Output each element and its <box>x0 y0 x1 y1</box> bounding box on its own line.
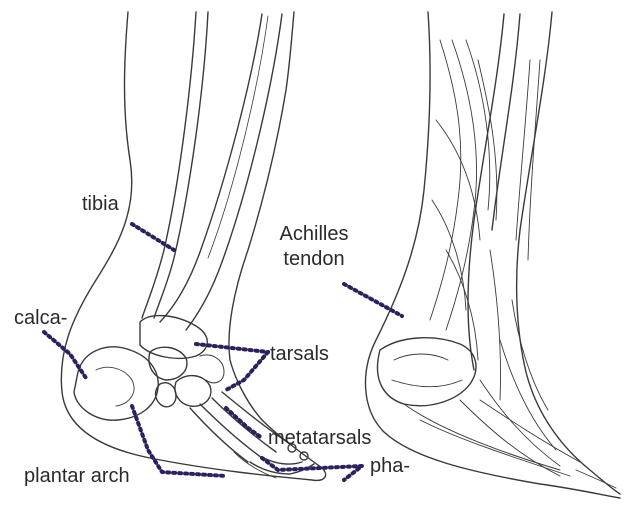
leader-tarsals-lower <box>226 352 268 390</box>
label-achilles-tendon: Achilles tendon <box>262 222 366 272</box>
leader-tibia <box>132 224 174 250</box>
label-achilles-line1: Achilles <box>262 222 366 247</box>
label-plantar-arch: plantar arch <box>24 466 130 486</box>
label-phalanges: pha- <box>370 456 410 476</box>
leader-achilles <box>344 284 402 316</box>
leader-tarsals-upper <box>196 344 268 352</box>
muscle-leg-outline <box>366 12 620 498</box>
leader-calcaneus <box>44 332 86 378</box>
muscle-heel-and-sole <box>377 338 616 488</box>
label-tarsals: tarsals <box>270 344 329 364</box>
label-tibia: tibia <box>82 194 119 214</box>
label-calcaneus: calca- <box>14 308 67 328</box>
label-metatarsals: metatarsals <box>268 428 371 448</box>
skeleton-foot-bones <box>74 316 314 478</box>
label-achilles-line2: tendon <box>262 247 366 272</box>
